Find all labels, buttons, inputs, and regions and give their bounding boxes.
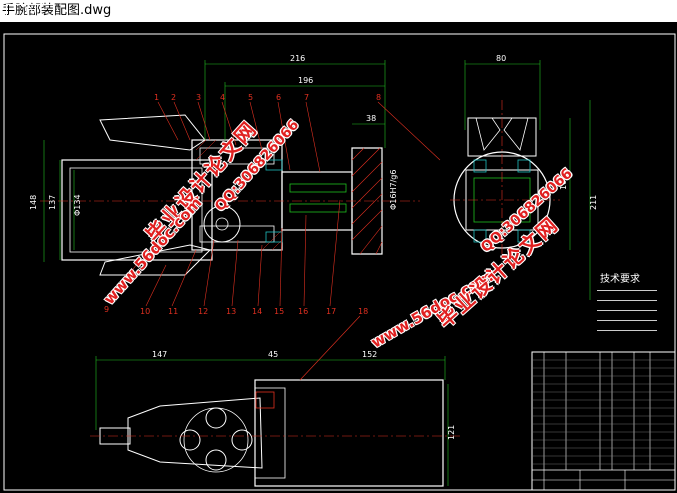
window-titlebar: 手腕部装配图.dwg — [0, 0, 677, 22]
side-view — [450, 100, 560, 260]
dim-38: 38 — [366, 114, 376, 123]
part-no-15: 15 — [274, 307, 284, 316]
part-no-6: 6 — [276, 93, 281, 102]
dim-137: 137 — [48, 195, 57, 210]
window-title: 手腕部装配图.dwg — [2, 3, 112, 18]
part-no-12: 12 — [198, 307, 208, 316]
part-no-4: 4 — [220, 93, 225, 102]
tech-line — [597, 290, 657, 291]
part-no-11: 11 — [168, 307, 178, 316]
part-no-8: 8 — [376, 93, 381, 102]
title-block — [531, 351, 676, 491]
leaders-bottom — [107, 199, 361, 381]
part-no-18: 18 — [358, 307, 368, 316]
part-no-14: 14 — [252, 307, 262, 316]
top-dimensions — [204, 60, 541, 148]
tech-requirements-title: 技术要求 — [600, 274, 640, 285]
tech-line — [597, 310, 657, 311]
part-no-9: 9 — [104, 305, 109, 314]
part-no-7: 7 — [304, 93, 309, 102]
tech-line — [597, 300, 657, 301]
layout-tab[interactable]: 1V — [6, 4, 54, 19]
part-no-16: 16 — [298, 307, 308, 316]
part-no-3: 3 — [196, 93, 201, 102]
dim-216: 216 — [290, 54, 305, 63]
dim-196: 196 — [298, 76, 313, 85]
dim-phi16: Φ16H7/g6 — [389, 170, 398, 210]
leaders-top — [157, 101, 441, 173]
part-no-5: 5 — [248, 93, 253, 102]
dim-134: Φ134 — [73, 194, 82, 216]
dim-80: 80 — [496, 54, 506, 63]
tech-line — [597, 330, 657, 331]
dim-147: 147 — [152, 350, 167, 359]
part-no-10: 10 — [140, 307, 150, 316]
main-view — [40, 114, 420, 276]
dim-148: 148 — [29, 195, 38, 210]
part-no-13: 13 — [226, 307, 236, 316]
dim-45: 45 — [268, 350, 278, 359]
dim-121: 121 — [447, 425, 456, 440]
dim-108: 108 — [559, 175, 568, 190]
part-no-2: 2 — [171, 93, 176, 102]
dim-152: 152 — [362, 350, 377, 359]
dim-211: 211 — [589, 195, 598, 210]
part-no-1: 1 — [154, 93, 159, 102]
part-no-17: 17 — [326, 307, 336, 316]
bottom-view — [90, 379, 460, 487]
tech-line — [597, 320, 657, 321]
